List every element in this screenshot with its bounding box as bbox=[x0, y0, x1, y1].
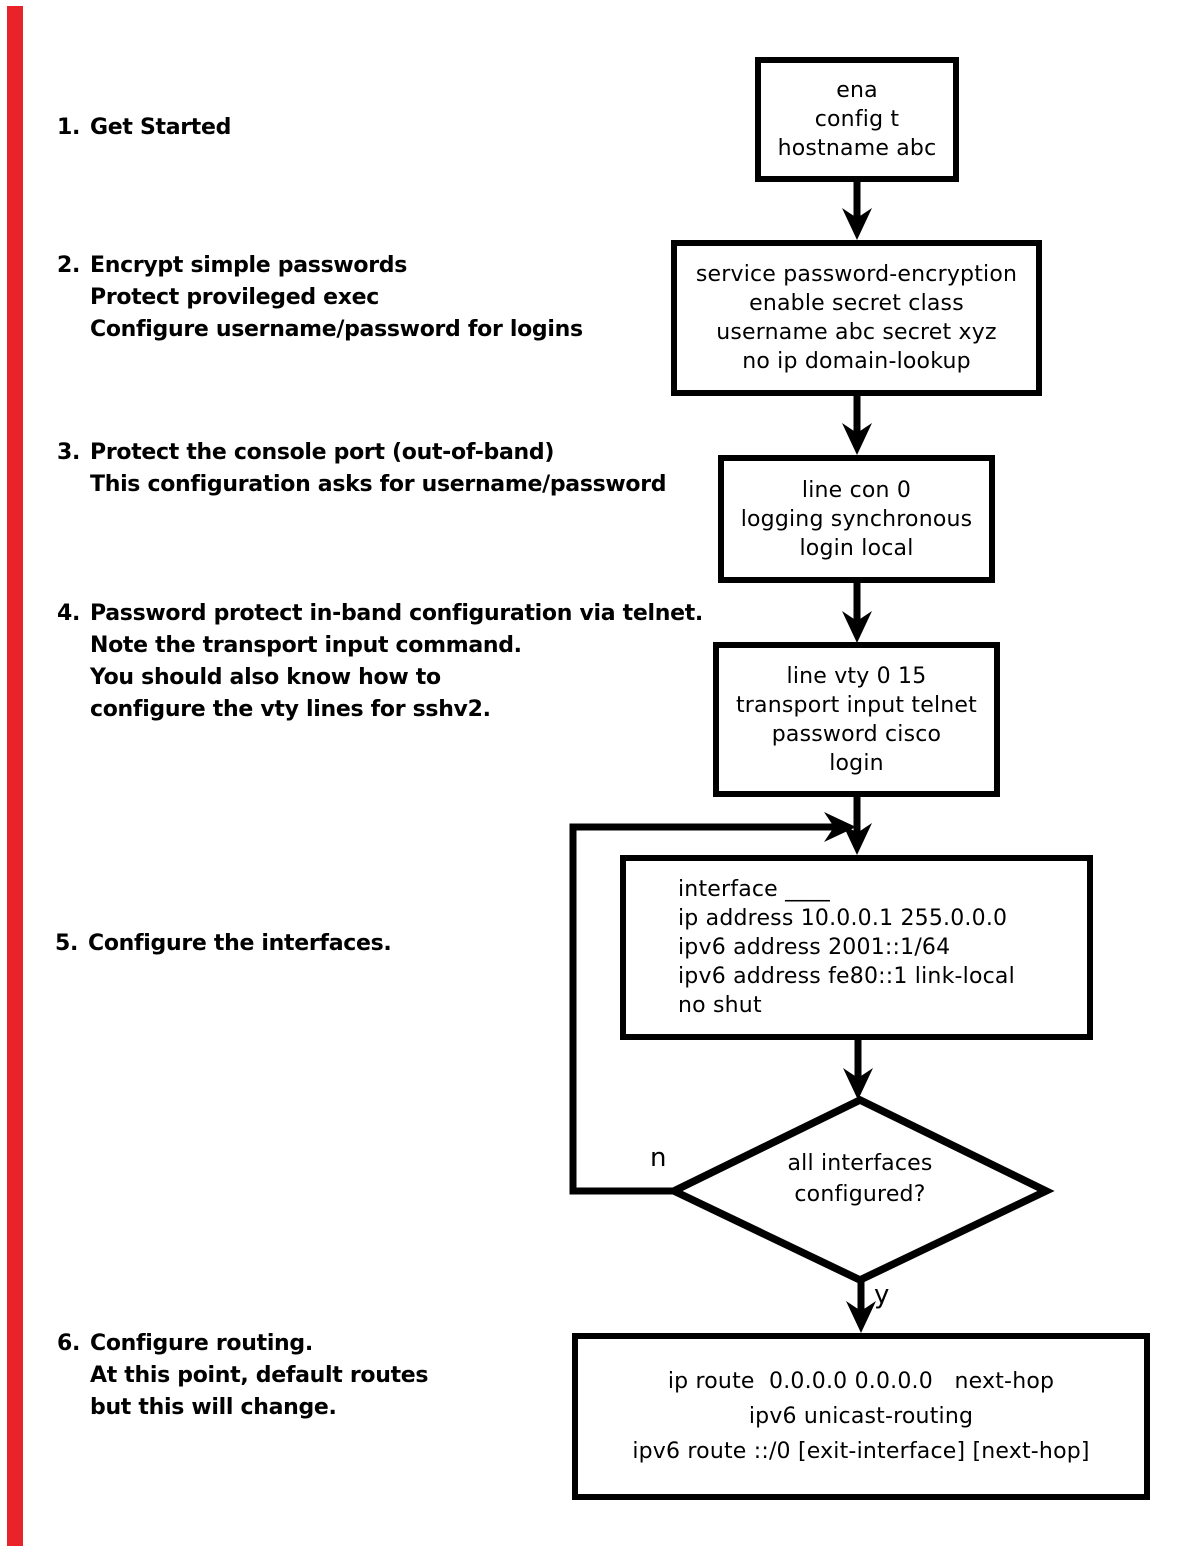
note-configure-routing: 6. Configure routing. At this point, def… bbox=[57, 1328, 429, 1424]
note-encrypt-passwords: 2. Encrypt simple passwords Protect prov… bbox=[57, 250, 583, 346]
note-text: Password protect in-band configuration v… bbox=[90, 601, 703, 722]
note-text: Configure routing. At this point, defaul… bbox=[90, 1331, 429, 1420]
note-number: 2. bbox=[57, 253, 81, 278]
flow-box-console: line con 0 logging synchronous login loc… bbox=[718, 455, 995, 583]
branch-label-no: n bbox=[650, 1143, 667, 1173]
flow-box-vty: line vty 0 15 transport input telnet pas… bbox=[713, 642, 1000, 797]
note-number: 1. bbox=[57, 115, 81, 140]
note-text: Protect the console port (out-of-band) T… bbox=[90, 440, 667, 497]
note-number: 6. bbox=[57, 1331, 81, 1356]
note-number: 3. bbox=[57, 440, 81, 465]
decision-diamond-text: all interfaces configured? bbox=[787, 1151, 933, 1207]
flow-box-routing: ip route 0.0.0.0 0.0.0.0 next-hop ipv6 u… bbox=[572, 1333, 1150, 1500]
arrowhead-down-icon bbox=[843, 1068, 873, 1100]
decision-diamond-shape bbox=[665, 1095, 1055, 1285]
note-text: Get Started bbox=[90, 115, 232, 140]
arrowhead-down-icon bbox=[842, 611, 872, 643]
arrowhead-down-icon bbox=[842, 423, 872, 455]
note-protect-console: 3. Protect the console port (out-of-band… bbox=[57, 437, 667, 501]
note-text: Encrypt simple passwords Protect provile… bbox=[90, 253, 583, 342]
note-number: 4. bbox=[57, 601, 81, 626]
note-configure-interfaces: 5. Configure the interfaces. bbox=[55, 928, 392, 960]
note-get-started: 1. Get Started bbox=[57, 112, 231, 144]
arrowhead-right-icon bbox=[824, 812, 856, 842]
note-number: 5. bbox=[55, 931, 79, 956]
arrowhead-down-icon bbox=[842, 823, 872, 855]
branch-label-yes: y bbox=[874, 1280, 890, 1310]
note-text: Configure the interfaces. bbox=[88, 931, 392, 956]
left-margin-accent-bar bbox=[7, 6, 23, 1546]
arrowhead-down-icon bbox=[846, 1301, 876, 1333]
flow-box-passwords: service password-encryption enable secre… bbox=[671, 240, 1042, 396]
flow-box-interface: interface ____ ip address 10.0.0.1 255.0… bbox=[620, 855, 1093, 1040]
arrowhead-down-icon bbox=[842, 208, 872, 240]
note-password-telnet: 4. Password protect in-band configuratio… bbox=[57, 598, 703, 726]
flow-box-start: ena config t hostname abc bbox=[755, 57, 959, 182]
loop-back-line bbox=[569, 823, 836, 1195]
